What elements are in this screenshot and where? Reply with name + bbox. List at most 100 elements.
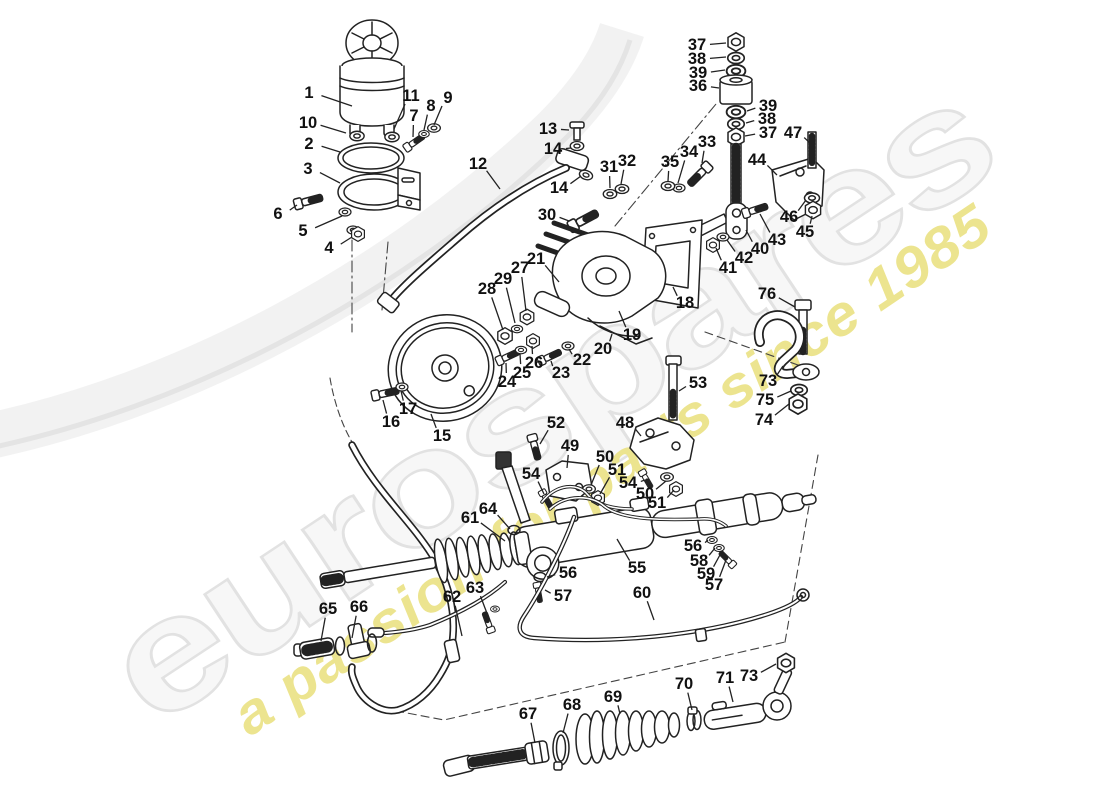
callout-43: 43 <box>768 231 786 249</box>
callout-44: 44 <box>748 151 767 169</box>
leader-50-2 <box>655 480 667 490</box>
callout-67: 67 <box>519 705 537 723</box>
hose-union-65 <box>293 637 336 660</box>
callout-30: 30 <box>538 206 556 224</box>
leader-62 <box>454 605 463 637</box>
callout-3: 3 <box>303 160 312 178</box>
leader-37 <box>709 42 727 46</box>
leader-8 <box>423 114 428 131</box>
callout-1: 1 <box>304 84 313 102</box>
callout-10: 10 <box>299 114 317 132</box>
leader-76 <box>778 297 796 308</box>
leader-53 <box>678 385 687 392</box>
callout-41: 41 <box>719 259 737 277</box>
seal-66a <box>334 636 346 656</box>
leader-38-2 <box>745 120 755 124</box>
leader-66 <box>351 615 357 639</box>
callout-64: 64 <box>479 500 498 518</box>
callout-57-2: 57 <box>554 587 572 605</box>
leader-49 <box>566 454 569 469</box>
leader-1 <box>321 94 353 107</box>
leader-16 <box>382 399 388 414</box>
leader-54-2 <box>640 479 646 483</box>
leader-15 <box>430 413 437 429</box>
washer-8 <box>418 129 430 139</box>
callout-9: 9 <box>443 89 452 107</box>
callout-38: 38 <box>688 50 706 68</box>
callout-61: 61 <box>461 509 479 527</box>
leader-2 <box>321 145 341 153</box>
leader-19 <box>618 310 627 328</box>
callout-54: 54 <box>522 465 541 483</box>
dashed-guides <box>329 103 819 721</box>
leader-20 <box>609 333 613 342</box>
clamp-bracket-3 <box>337 167 421 211</box>
leader-21 <box>544 264 560 283</box>
tie-rod-end-71 <box>703 700 767 731</box>
pulley-15 <box>387 314 503 422</box>
callout-70: 70 <box>675 675 693 693</box>
leader-28 <box>491 297 504 331</box>
ball-joint <box>762 652 796 721</box>
leader-68 <box>562 713 569 734</box>
callout-76: 76 <box>758 285 776 303</box>
callout-26: 26 <box>525 354 543 372</box>
leader-56-2 <box>546 574 556 578</box>
leader-51 <box>599 477 611 495</box>
callout-63: 63 <box>466 579 484 597</box>
callout-31: 31 <box>600 158 618 176</box>
leader-33 <box>701 150 705 164</box>
steady-clamp <box>753 299 820 415</box>
grommet-10 <box>349 130 365 142</box>
leader-40 <box>745 229 753 243</box>
callout-65: 65 <box>319 600 337 618</box>
washer-29 <box>510 324 524 334</box>
washer-32 <box>614 183 630 195</box>
leader-42 <box>726 239 736 252</box>
washer-5a <box>338 207 352 217</box>
leader-37-2 <box>744 133 756 137</box>
reservoir <box>339 19 405 138</box>
leader-32 <box>620 169 625 185</box>
callout-73-2: 73 <box>740 667 758 685</box>
callout-52: 52 <box>547 414 565 432</box>
locknut-67 <box>524 740 550 765</box>
callout-54-2: 54 <box>619 474 638 492</box>
leader-63 <box>479 595 489 617</box>
leader-57-2 <box>544 589 551 594</box>
leader-29 <box>505 287 516 324</box>
leader-4 <box>340 236 353 245</box>
leader-14-2 <box>570 175 582 185</box>
pump-19 <box>533 220 667 345</box>
seal-66b <box>366 633 378 653</box>
rack-pipes <box>540 485 728 528</box>
leader-61 <box>480 522 506 542</box>
stud-47 <box>807 131 817 169</box>
leader-70 <box>687 692 693 711</box>
callout-71: 71 <box>716 669 734 687</box>
washer-22 <box>561 341 575 351</box>
nut-51b <box>668 481 684 497</box>
callout-50: 50 <box>596 448 614 466</box>
leader-69 <box>617 705 621 715</box>
callout-12: 12 <box>469 155 487 173</box>
callout-22: 22 <box>573 351 591 369</box>
callout-53: 53 <box>689 374 707 392</box>
callout-55: 55 <box>628 559 646 577</box>
callout-5: 5 <box>298 222 307 240</box>
leader-56 <box>704 539 709 544</box>
callout-33: 33 <box>698 133 716 151</box>
leader-64 <box>497 514 511 530</box>
leader-12 <box>486 170 501 190</box>
leader-48 <box>634 428 642 437</box>
callout-36: 36 <box>689 77 707 95</box>
callout-37-2: 37 <box>759 124 777 142</box>
leader-58 <box>708 547 716 556</box>
callout-13: 13 <box>539 120 557 138</box>
leader-46 <box>797 199 807 212</box>
callout-74: 74 <box>755 411 774 429</box>
leader-5 <box>314 215 343 229</box>
leader-50 <box>590 464 600 486</box>
leader-75 <box>777 390 792 398</box>
